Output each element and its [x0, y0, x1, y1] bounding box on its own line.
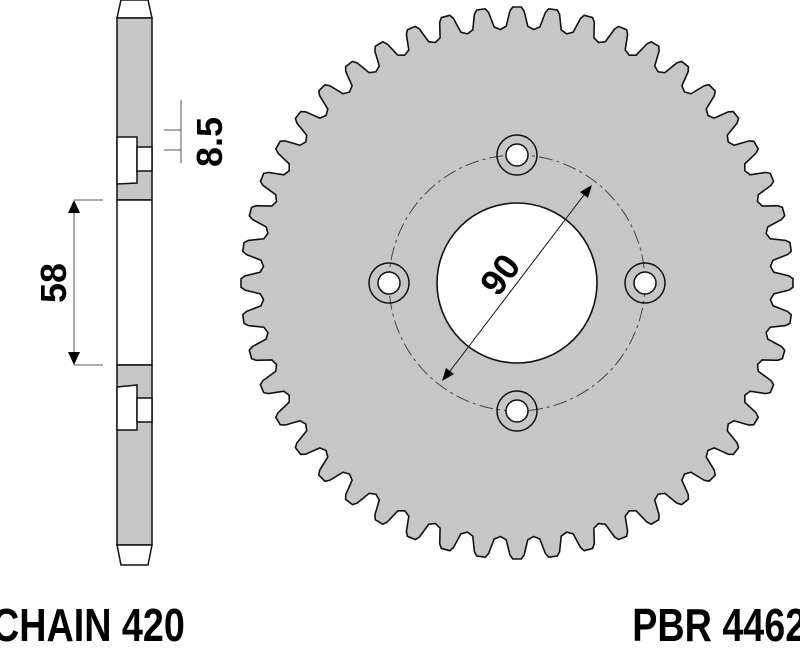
chain-size-label: CHAIN 420 [0, 599, 185, 651]
front-view [240, 6, 794, 560]
bolt-hole [496, 134, 538, 176]
bolt-hole [633, 271, 657, 295]
upper-hub-slot [136, 146, 153, 172]
side-view-bore [116, 199, 153, 366]
bolt-hole [624, 262, 666, 304]
lower-hub-recess [116, 384, 138, 431]
side-view-bottom-chamfer [116, 544, 153, 566]
bolt-circle-dimension-line [446, 190, 588, 376]
bore-dimension-label: 58 [33, 263, 74, 303]
hub-offset-label: 8.5 [189, 117, 230, 167]
upper-hub-recess [116, 136, 138, 185]
bolt-hole [377, 271, 401, 295]
part-number-label: PBR 4462 [631, 599, 800, 651]
arrow-head [580, 185, 592, 198]
bolt-hole [505, 399, 529, 423]
bolt-hole [496, 390, 538, 432]
side-view-top-chamfer [116, 0, 153, 19]
lower-hub-slot [136, 397, 153, 423]
arrow-head [442, 368, 454, 381]
bolt-hole [505, 143, 529, 167]
side-view [116, 0, 153, 566]
bolt-hole [368, 262, 410, 304]
bore-dimension [68, 199, 103, 366]
hub-offset-dimension [164, 100, 182, 163]
